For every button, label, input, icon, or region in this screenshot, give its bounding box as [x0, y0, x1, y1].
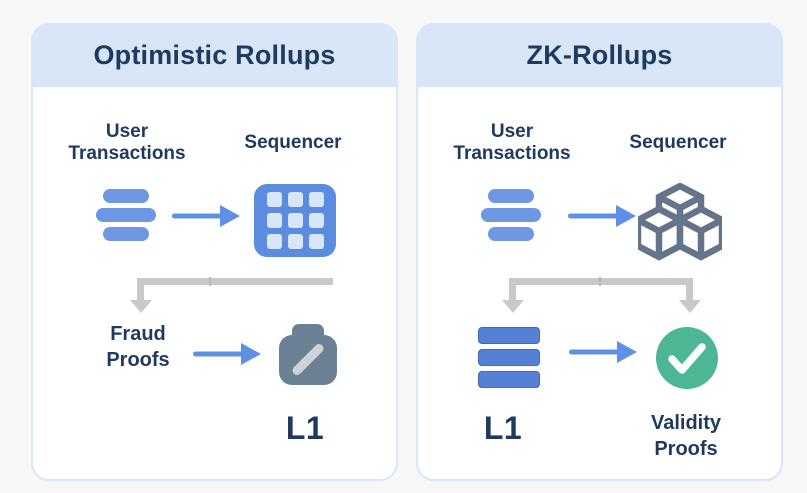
user-transactions-line1: User — [105, 121, 149, 142]
grid-sequencer-icon — [254, 184, 336, 257]
l1-label: L1 — [285, 410, 325, 446]
user-transactions-line2: Transactions — [453, 143, 571, 164]
down-arrow-icon — [502, 300, 524, 313]
connector-drop — [509, 278, 516, 301]
l1-label: L1 — [483, 410, 523, 446]
panel-title-optimistic: Optimistic Rollups — [31, 23, 398, 87]
cube-bottom-left — [638, 205, 684, 261]
cubes-sequencer-icon — [638, 183, 722, 261]
transaction-pill — [96, 208, 156, 222]
cube-bottom-right — [676, 205, 722, 261]
connector-seam — [209, 277, 211, 286]
arrow-right-icon — [568, 205, 636, 227]
l1-database-icon — [478, 327, 540, 388]
fraud-proof-jar-icon — [279, 324, 337, 385]
connector-line — [509, 278, 693, 285]
user-transactions-label: User Transactions — [47, 121, 207, 165]
arrow-right-icon — [172, 205, 240, 227]
validity-proofs-line2: Proofs — [654, 438, 718, 460]
checkmark-glyph — [668, 342, 706, 374]
panel-title-zk: ZK-Rollups — [416, 23, 783, 87]
connector-line — [137, 278, 333, 285]
user-transactions-line1: User — [490, 121, 534, 142]
sequencer-label: Sequencer — [244, 132, 342, 153]
connector-drop — [137, 278, 144, 301]
arrow-right-icon — [569, 341, 637, 363]
transaction-pill — [488, 189, 534, 203]
down-arrow-icon — [130, 300, 152, 313]
fraud-proofs-label: Fraud Proofs — [63, 321, 213, 373]
panel-optimistic-rollups: Optimistic Rollups User Transactions Seq… — [31, 23, 398, 481]
fraud-proofs-line2: Proofs — [106, 349, 170, 371]
arrow-right-icon — [193, 343, 261, 365]
transactions-icon — [481, 189, 541, 241]
sequencer-label: Sequencer — [629, 132, 727, 153]
connector-drop — [686, 278, 693, 301]
validity-check-icon — [656, 327, 718, 389]
user-transactions-label: User Transactions — [432, 121, 592, 165]
user-transactions-line2: Transactions — [68, 143, 186, 164]
connector-seam — [599, 277, 601, 286]
fraud-proofs-line1: Fraud — [110, 323, 166, 345]
transaction-pill — [103, 189, 149, 203]
transaction-pill — [103, 227, 149, 241]
validity-proofs-line1: Validity — [650, 412, 722, 434]
validity-proofs-label: Validity Proofs — [613, 410, 759, 462]
panel-zk-rollups: ZK-Rollups User Transactions Sequencer — [416, 23, 783, 481]
down-arrow-icon — [679, 300, 701, 313]
transaction-pill — [488, 227, 534, 241]
transactions-icon — [96, 189, 156, 241]
transaction-pill — [481, 208, 541, 222]
